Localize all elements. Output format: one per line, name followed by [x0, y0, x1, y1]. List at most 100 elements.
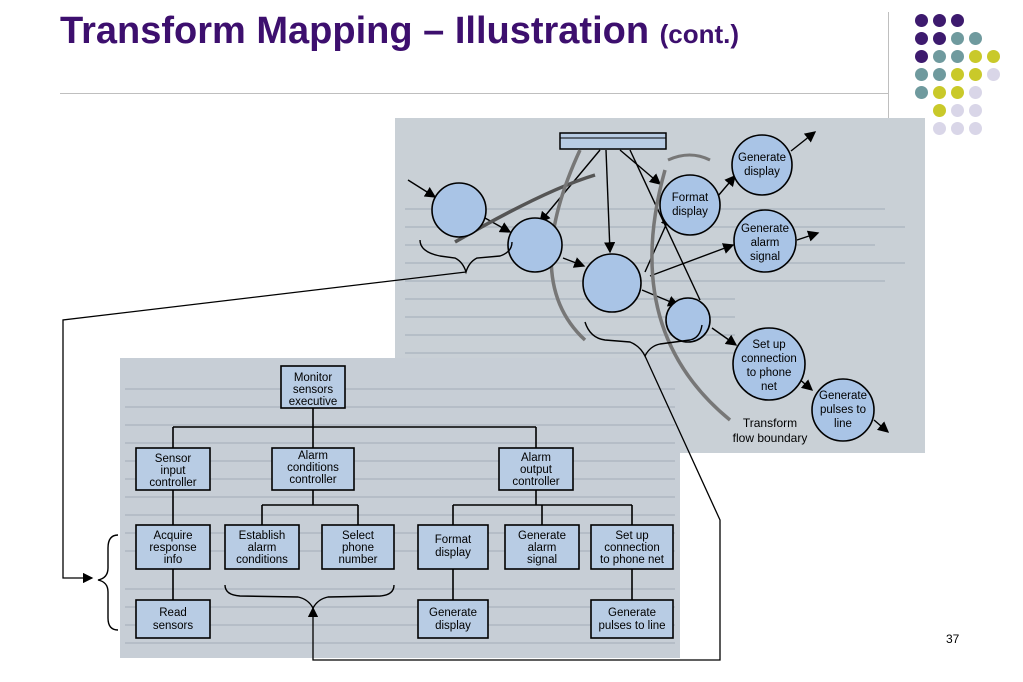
flow-bubble [582, 253, 642, 313]
dot [933, 122, 946, 135]
svg-text:conditions: conditions [287, 462, 339, 474]
structure-connectors [172, 408, 633, 600]
svg-text:Read: Read [159, 607, 187, 619]
bubble-generate-display: Generate display [731, 134, 793, 196]
svg-text:Generate: Generate [518, 530, 566, 542]
svg-text:info: info [164, 554, 183, 566]
dot [987, 50, 1000, 63]
bubble-format-display: Format display [659, 174, 721, 236]
dot [933, 50, 946, 63]
flow-bubble [431, 182, 487, 238]
dot [951, 104, 964, 117]
bubble-set-up-connection: Set up connection to phone net [732, 327, 806, 401]
svg-text:Sensor: Sensor [155, 453, 192, 465]
dot [933, 14, 946, 27]
svg-text:pulses to line: pulses to line [598, 620, 665, 632]
dot [969, 32, 982, 45]
bubble-generate-alarm-signal: Generate alarm signal [733, 209, 797, 273]
svg-text:sensors: sensors [293, 384, 334, 396]
svg-text:Alarm: Alarm [298, 450, 328, 462]
title-divider [888, 12, 889, 122]
svg-text:alarm: alarm [528, 542, 557, 554]
svg-text:sensors: sensors [153, 620, 194, 632]
dot [951, 122, 964, 135]
svg-text:to phone net: to phone net [600, 554, 665, 566]
svg-text:Generate: Generate [738, 152, 786, 164]
module-alarm-conditions-controller: Alarm conditions controller [271, 447, 355, 491]
dot [915, 32, 928, 45]
svg-text:executive: executive [289, 396, 338, 408]
svg-text:display: display [435, 620, 471, 632]
dot [915, 68, 928, 81]
dot [933, 68, 946, 81]
dot [969, 122, 982, 135]
boundary-label-line1: Transform [743, 416, 797, 430]
page-number: 37 [946, 632, 960, 646]
svg-text:alarm: alarm [248, 542, 277, 554]
svg-text:output: output [520, 464, 553, 476]
mapping-line-input [62, 271, 467, 584]
svg-text:to phone: to phone [747, 367, 792, 379]
svg-text:controller: controller [149, 477, 196, 489]
svg-text:controller: controller [512, 476, 559, 488]
svg-text:display: display [744, 166, 780, 178]
svg-text:Alarm: Alarm [521, 452, 551, 464]
svg-text:Generate: Generate [608, 607, 656, 619]
dot [951, 14, 964, 27]
module-sensor-input-controller: Sensor input controller [135, 447, 211, 491]
svg-text:line: line [834, 418, 852, 430]
module-generate-pulses-to-line: Generate pulses to line [590, 599, 674, 639]
svg-text:pulses to: pulses to [820, 404, 866, 416]
input-branch-brace [97, 534, 119, 631]
title-main: Transform Mapping – Illustration [60, 10, 650, 52]
svg-text:Acquire: Acquire [154, 530, 193, 542]
dot [951, 32, 964, 45]
dot [969, 104, 982, 117]
module-acquire-response-info: Acquire response info [135, 524, 211, 570]
svg-text:Format: Format [672, 192, 709, 204]
module-select-phone-number: Select phone number [321, 524, 395, 570]
dot [987, 68, 1000, 81]
flow-bubble [507, 217, 563, 273]
svg-text:Set up: Set up [615, 530, 648, 542]
transform-branch-brace [224, 584, 395, 610]
bubble-generate-pulses: Generate pulses to line [811, 378, 875, 442]
dot [969, 50, 982, 63]
dot [933, 32, 946, 45]
svg-text:response: response [149, 542, 196, 554]
svg-text:Generate: Generate [429, 607, 477, 619]
dot [951, 68, 964, 81]
svg-text:Set up: Set up [752, 339, 785, 351]
svg-text:alarm: alarm [751, 237, 780, 249]
dot [915, 86, 928, 99]
svg-text:Establish: Establish [239, 530, 286, 542]
module-establish-alarm-conditions: Establish alarm conditions [224, 524, 300, 570]
svg-text:display: display [435, 547, 471, 559]
svg-text:Select: Select [342, 530, 375, 542]
svg-text:controller: controller [289, 474, 336, 486]
dot [933, 104, 946, 117]
module-read-sensors: Read sensors [135, 599, 211, 639]
module-generate-alarm-signal: Generate alarm signal [504, 524, 580, 570]
mapping-line-transform [307, 355, 721, 661]
flow-arrows [407, 131, 890, 433]
svg-text:connection: connection [604, 542, 660, 554]
module-generate-display: Generate display [417, 599, 489, 639]
module-monitor-sensors-executive: Monitor sensors executive [280, 365, 346, 409]
svg-text:Monitor: Monitor [294, 372, 333, 384]
dot [915, 50, 928, 63]
flow-bubble [665, 297, 711, 343]
dot [969, 68, 982, 81]
svg-text:connection: connection [741, 353, 797, 365]
data-store [559, 132, 667, 150]
svg-text:Generate: Generate [819, 390, 867, 402]
slide-title: Transform Mapping – Illustration (cont.) [60, 10, 739, 53]
dot [933, 86, 946, 99]
svg-text:input: input [161, 465, 187, 477]
title-underline [60, 93, 888, 94]
svg-text:signal: signal [527, 554, 557, 566]
dot [915, 14, 928, 27]
svg-text:Generate: Generate [741, 223, 789, 235]
dot [951, 86, 964, 99]
